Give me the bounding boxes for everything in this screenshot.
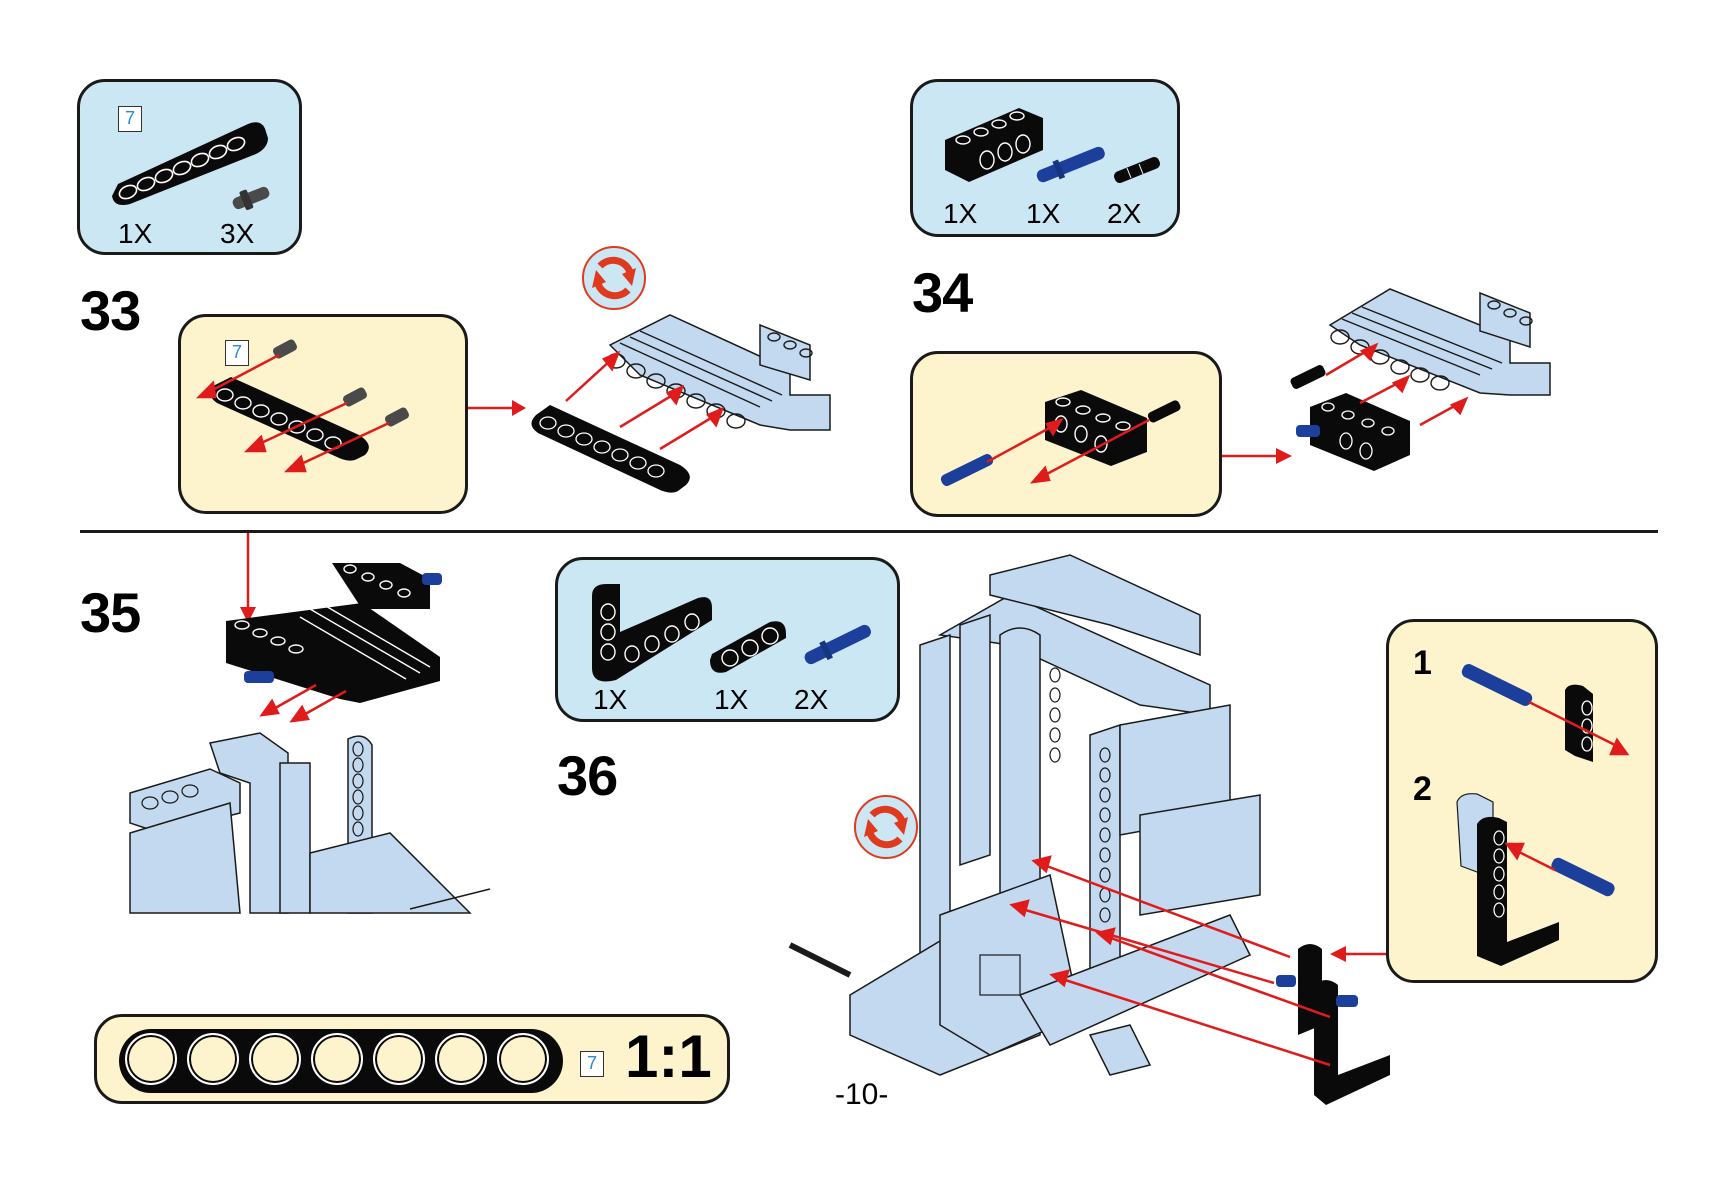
- step-36-assembly-diagram: [788, 554, 1390, 1105]
- step-36-substeps-panel: 1 2: [1386, 619, 1658, 983]
- length-badge: 7: [225, 340, 249, 366]
- quantity-blue-pin: 2X: [794, 684, 829, 715]
- brick-with-pins-diagram: [940, 390, 1181, 486]
- step-34-arrow-to-assembly: [1222, 448, 1292, 464]
- rotate-icon: [854, 795, 918, 859]
- scale-beam-hole: [311, 1033, 363, 1085]
- scale-beam-hole: [497, 1033, 549, 1085]
- scale-reference-panel: 7 1:1: [94, 1014, 730, 1104]
- quantity-beam-3: 1X: [714, 684, 749, 715]
- scale-beam-hole: [373, 1033, 425, 1085]
- friction-pin-black-icon: [1114, 156, 1160, 184]
- step-number: 34: [912, 261, 973, 324]
- scale-beam-hole: [187, 1033, 239, 1085]
- substep-number: 2: [1413, 770, 1432, 808]
- scale-beam-hole: [249, 1033, 301, 1085]
- step-number: 36: [557, 744, 618, 807]
- beam-3-icon: [710, 621, 786, 673]
- substeps-connector-arrow: [1330, 946, 1390, 962]
- gray-pin-icon: [232, 186, 270, 211]
- length-badge: 7: [118, 106, 142, 132]
- long-pin-blue-icon: [1036, 146, 1105, 183]
- quantity-pin: 3X: [220, 218, 255, 249]
- l-beam-icon: [592, 584, 712, 682]
- step-number: 33: [80, 279, 141, 342]
- scale-label: 1:1: [625, 1023, 712, 1090]
- section-divider: [80, 530, 1658, 533]
- quantity-l-beam: 1X: [593, 684, 628, 715]
- step-35-diagram: [129, 533, 491, 914]
- step-34-parts-panel: 1X 1X 2X: [910, 79, 1180, 237]
- rotate-icon: [582, 246, 646, 310]
- quantity-brick: 1X: [943, 198, 978, 229]
- substep-number: 1: [1413, 644, 1432, 682]
- scale-beam-hole: [435, 1033, 487, 1085]
- scale-beam-holes: [125, 1033, 565, 1089]
- quantity-black-pin: 2X: [1107, 198, 1142, 229]
- long-pin-blue-icon: [804, 624, 871, 665]
- step-number: 35: [80, 581, 141, 644]
- scale-beam-hole: [125, 1033, 177, 1085]
- quantity-blue-pin: 1X: [1026, 198, 1061, 229]
- step-33-parts-panel: 7 1X 3X: [77, 79, 302, 255]
- beam-with-pins-diagram: [195, 339, 410, 473]
- length-badge: 7: [580, 1051, 604, 1077]
- step-33-assembly-diagram: [531, 314, 831, 493]
- beam-7-icon: [112, 122, 268, 205]
- page-number: -10-: [835, 1078, 889, 1111]
- quantity-beam: 1X: [118, 218, 153, 249]
- step-36-parts-panel: 1X 1X 2X: [555, 557, 900, 722]
- step-34-assembly-diagram: [1290, 288, 1551, 471]
- step-34-subassembly-panel: [910, 351, 1222, 517]
- step-33-subassembly-panel: 7: [178, 314, 468, 514]
- step-33-arrow-to-assembly: [468, 400, 526, 416]
- technic-brick-1x4-icon: [945, 108, 1043, 182]
- substeps-diagram: [1456, 664, 1630, 966]
